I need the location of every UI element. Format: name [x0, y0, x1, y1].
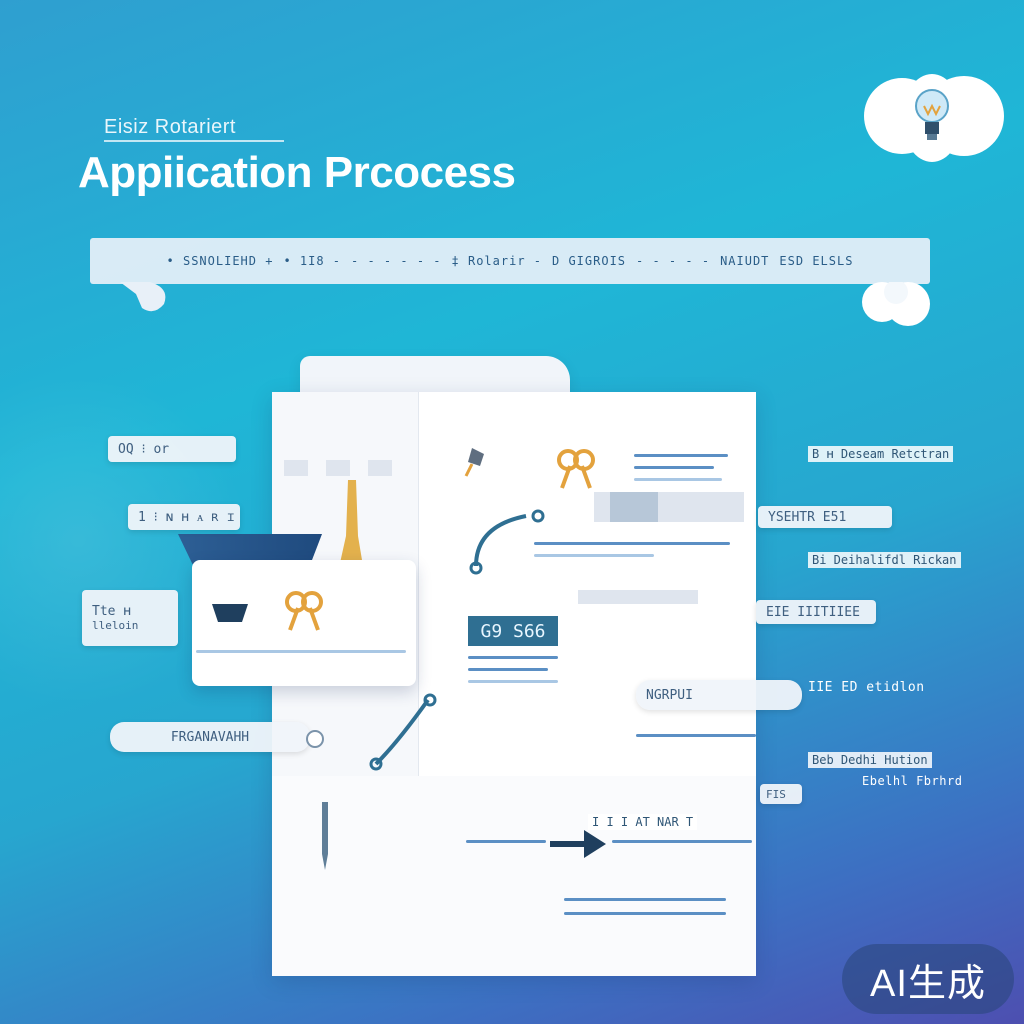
footer-label: I I I AT NAR T [588, 814, 698, 830]
text-line [634, 466, 714, 469]
text-line [636, 734, 756, 737]
timeline-step[interactable]: ESD ELSLS [779, 254, 854, 268]
text-line [634, 478, 722, 481]
card-divider [196, 650, 406, 653]
timeline-step[interactable]: • 1I8 - [283, 254, 342, 268]
right-label: IIE ED etidlon [808, 680, 925, 695]
lightbulb-badge [864, 66, 1004, 166]
left-tag[interactable]: 1 ⁝ ɴ ʜ ᴀ ʀ ɪ [128, 504, 240, 530]
left-tag-double[interactable]: Tte ʜ lleloin [82, 590, 178, 646]
arrow-icon [550, 830, 606, 858]
timeline-step[interactable]: D GIGROIS [552, 254, 627, 268]
image-placeholder [594, 492, 744, 522]
text-line [564, 912, 726, 915]
right-label: Beb Dedhi Hution [808, 752, 932, 768]
image-placeholder [610, 492, 658, 522]
timeline-separator: - - - - - - [351, 254, 442, 268]
ribbon-icon [285, 591, 323, 631]
text-line [634, 454, 728, 457]
text-line [466, 840, 546, 843]
document-footer-panel [272, 776, 756, 976]
text-line [534, 554, 654, 557]
text-line [612, 840, 752, 843]
timeline-separator: - - - - - [636, 254, 711, 268]
right-tag[interactable]: FIS [760, 784, 802, 804]
folder-icon [212, 604, 248, 622]
right-tag[interactable]: NGRPUI [636, 680, 802, 710]
page-subtitle: Eisiz Rotariert [104, 116, 236, 138]
connector-dot [306, 730, 324, 748]
panel-block [368, 460, 392, 476]
timeline-bar: • SSNOLIEHD + • 1I8 - - - - - - - ‡ Rola… [90, 238, 930, 284]
pen-icon [322, 802, 328, 870]
right-label: Ebelhl Fbrhrd [862, 774, 963, 788]
reference-code: G9 S66 [468, 616, 558, 646]
info-card[interactable] [192, 560, 416, 686]
field-placeholder [578, 590, 698, 604]
panel-block [326, 460, 350, 476]
text-line [534, 542, 730, 545]
right-tag[interactable]: YSEHTR E51 [758, 506, 892, 528]
text-line [468, 680, 558, 683]
card-tab [178, 534, 322, 564]
left-tag-line: Tte ʜ [92, 604, 132, 619]
timeline-step[interactable]: • SSNOLIEHD + [166, 254, 274, 268]
left-tag[interactable]: OQ ⁝ or [108, 436, 236, 462]
ai-generated-badge: AI生成 [842, 944, 1014, 1014]
left-tag[interactable]: FRGANAVAHH [110, 722, 310, 752]
right-label: Bi Deihalifdl Rickan [808, 552, 961, 568]
text-line [564, 898, 726, 901]
arrow-icon [369, 693, 437, 771]
right-tag[interactable]: EIE IIITIIEE [756, 600, 876, 624]
timeline-tail-left [120, 282, 166, 312]
timeline-tail-right [862, 282, 930, 326]
text-line [468, 668, 548, 671]
pencil-icon [338, 480, 364, 572]
lightbulb-icon [864, 74, 1004, 162]
timeline-step[interactable]: NAIUDT [720, 254, 770, 268]
text-line [468, 656, 558, 659]
timeline-step[interactable]: ‡ Rolarir - [451, 254, 542, 268]
ribbon-icon [557, 449, 595, 489]
pushpin-icon [464, 448, 484, 477]
page-title: Appiication Prcocess [78, 148, 516, 197]
panel-block [284, 460, 308, 476]
left-tag-line: lleloin [92, 619, 139, 632]
right-label: B ʜ Deseam Retctran [808, 446, 954, 462]
subtitle-underline [104, 140, 284, 142]
arrow-icon [469, 509, 545, 575]
